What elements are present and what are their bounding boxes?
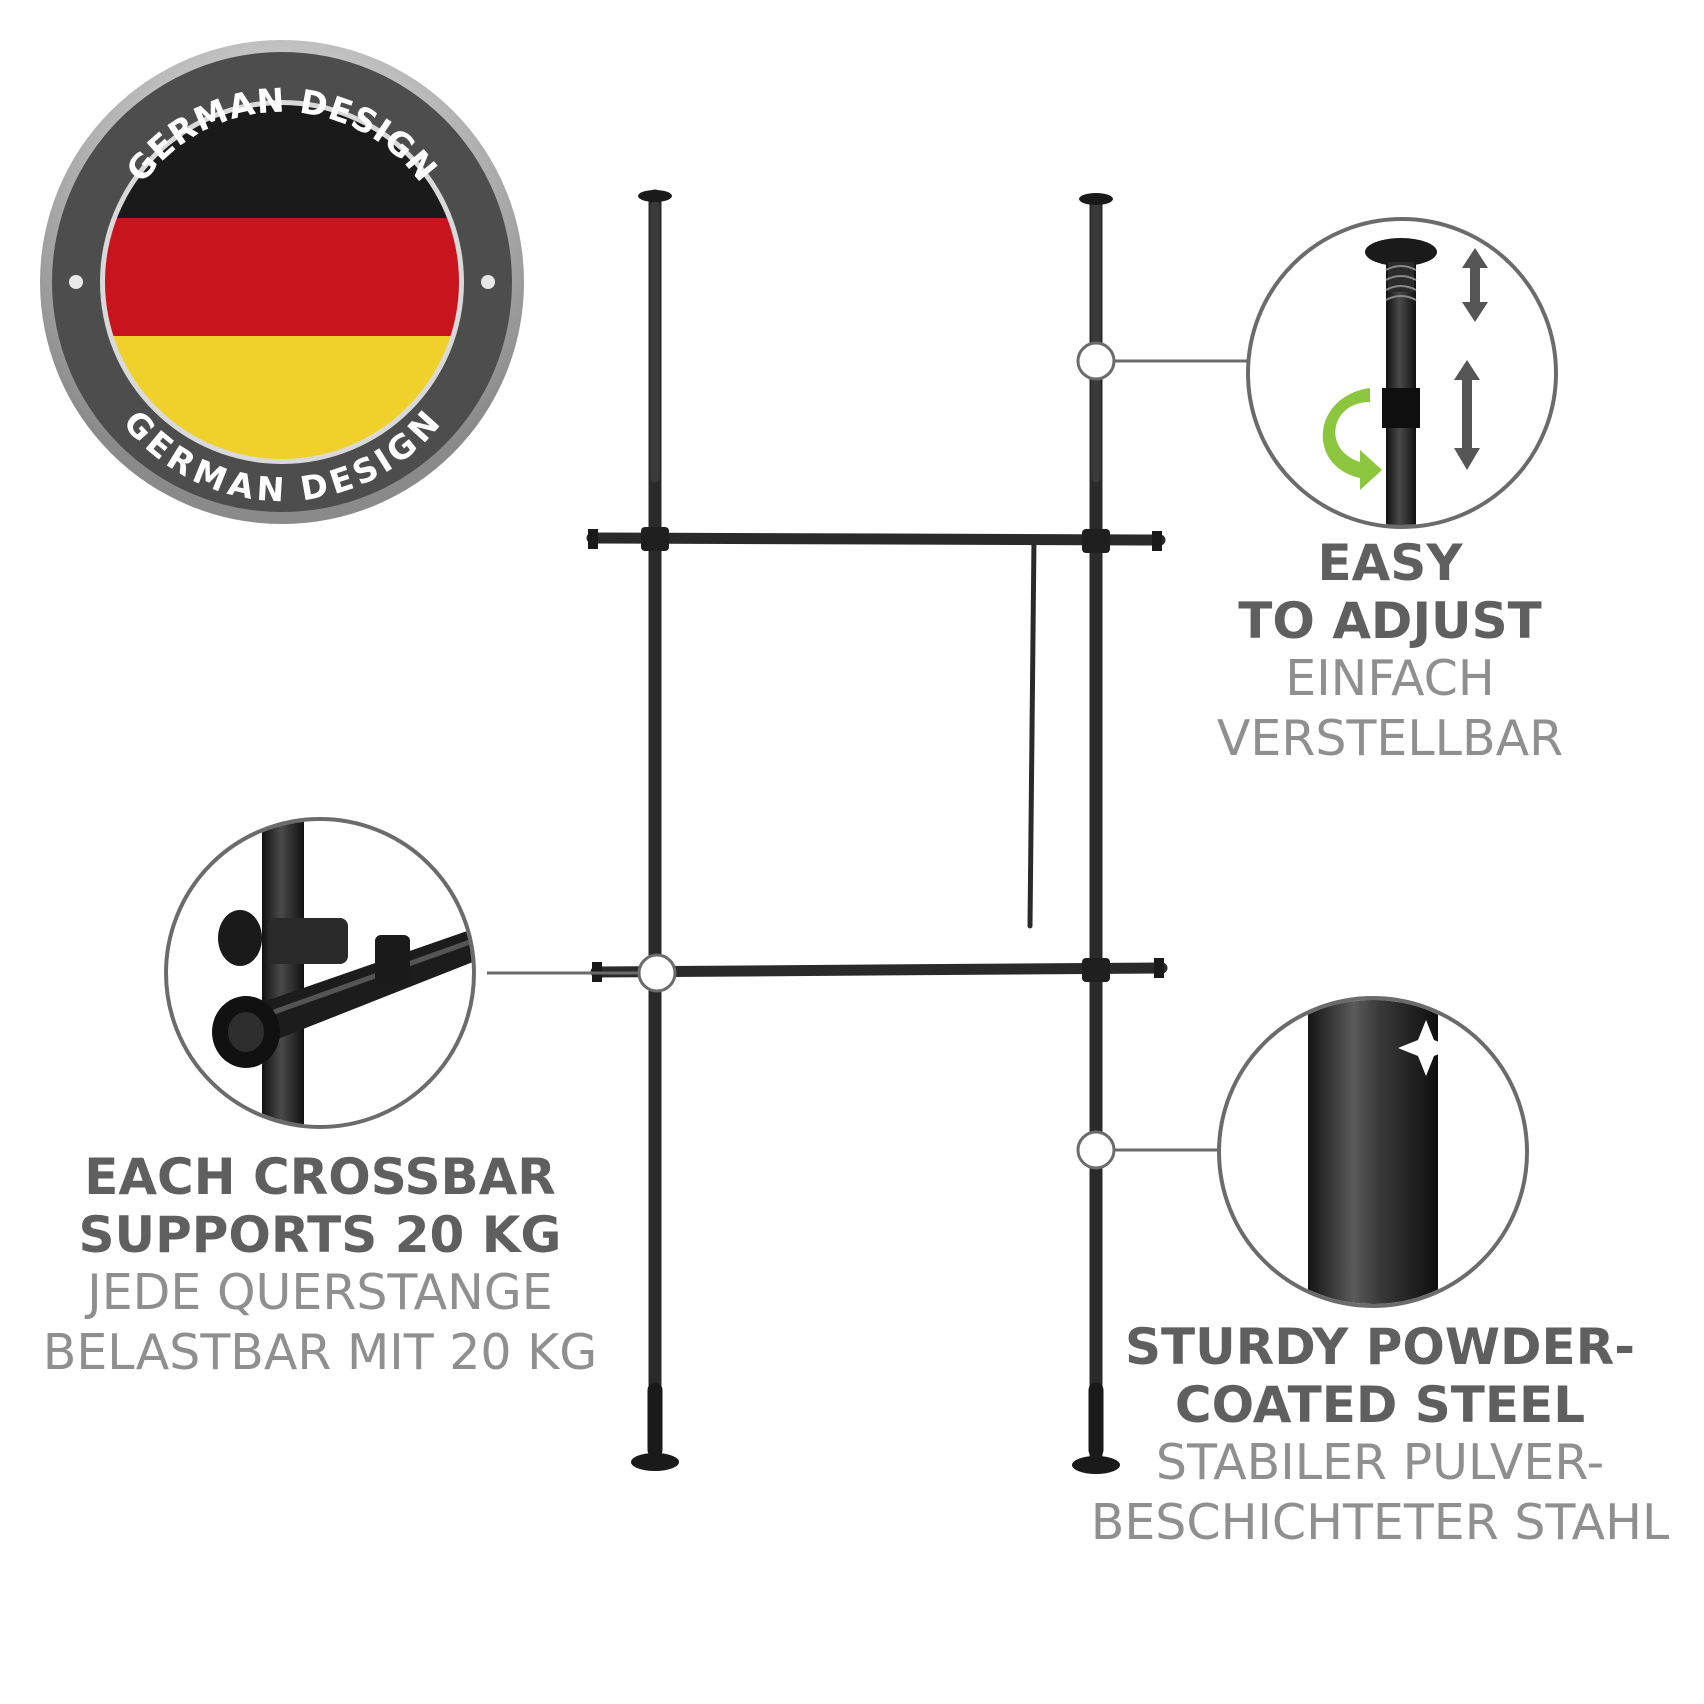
rack-lower-right-clamp <box>1082 958 1110 982</box>
feature-steel-subtitle-line2: BESCHICHTETER STAHL <box>1090 1494 1670 1551</box>
steel-tube-icon <box>1308 1000 1454 1304</box>
feature-crossbar-title-line2: SUPPORTS 20 KG <box>78 1206 562 1264</box>
connector-dot-adjust <box>1076 341 1116 381</box>
rack-hanging-rod <box>1027 535 1037 929</box>
feature-crossbar-subtitle-line2: BELASTBAR MIT 20 KG <box>42 1324 598 1381</box>
rack-upper-left-clamp <box>641 527 669 551</box>
feature-steel-subtitle-line1: STABILER PULVER- <box>1155 1434 1605 1491</box>
crossbar-clamp-icon <box>212 821 472 1125</box>
feature-adjust-subtitle-line1: EINFACH <box>1285 650 1495 707</box>
feature-adjust-title-line2: TO ADJUST <box>1238 592 1542 650</box>
callout-adjust <box>1246 217 1558 529</box>
rack-lower-crossbar <box>590 962 1168 978</box>
badge-dot-right-icon <box>481 275 495 289</box>
rack-upper-right-clamp <box>1082 529 1110 553</box>
connector-dot-crossbar <box>637 953 677 993</box>
rack-upper-crossbar-right-end <box>1152 531 1162 551</box>
telescopic-rack <box>586 189 1168 1474</box>
badge-dot-left-icon <box>69 275 83 289</box>
feature-adjust-title-line1: EASY <box>1317 534 1463 592</box>
flag-stripe-red <box>105 218 459 336</box>
sparkle-icon <box>1398 1020 1454 1076</box>
feature-adjust-label: EASY TO ADJUST EINFACH VERSTELLBAR <box>1190 538 1590 774</box>
rack-right-foot <box>1072 1456 1120 1474</box>
callout-steel <box>1217 996 1529 1308</box>
feature-crossbar-title-line1: EACH CROSSBAR <box>84 1148 556 1206</box>
rack-left-top-cap <box>638 190 672 202</box>
german-design-badge: GERMAN DESIGN GERMAN DESIGN <box>40 40 524 524</box>
feature-steel-title-line1: STURDY POWDER- <box>1125 1318 1635 1376</box>
connector-dot-steel <box>1076 1130 1116 1170</box>
feature-crossbar-label: EACH CROSSBAR SUPPORTS 20 KG JEDE QUERST… <box>10 1152 630 1388</box>
callout-connectors <box>487 341 1252 1170</box>
rack-lower-crossbar-right-end <box>1154 958 1164 978</box>
rack-right-top-cap <box>1079 193 1113 205</box>
feature-adjust-subtitle-line2: VERSTELLBAR <box>1216 710 1564 767</box>
callout-crossbar <box>164 817 476 1129</box>
rack-left-foot <box>631 1453 679 1471</box>
feature-steel-title-line2: COATED STEEL <box>1174 1376 1586 1434</box>
rack-upper-crossbar-left-end <box>588 529 598 549</box>
rack-upper-crossbar <box>586 532 1166 546</box>
feature-crossbar-subtitle-line1: JEDE QUERSTANGE <box>87 1264 553 1321</box>
feature-steel-label: STURDY POWDER- COATED STEEL STABILER PUL… <box>1060 1322 1700 1558</box>
telescopic-pole-adjust-icon <box>1322 238 1488 525</box>
